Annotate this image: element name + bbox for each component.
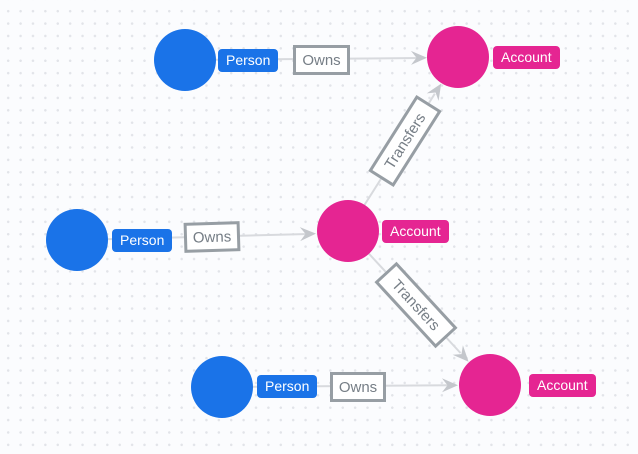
arrowhead-icon: [452, 345, 469, 362]
edge-label-owns-middle[interactable]: Owns: [183, 221, 241, 253]
arrowhead-icon: [426, 83, 442, 101]
arrowhead-icon: [410, 50, 427, 65]
node-label-account-top[interactable]: Account: [493, 46, 560, 69]
node-label-person-top[interactable]: Person: [218, 49, 279, 72]
node-label-account-bottom[interactable]: Account: [529, 374, 596, 397]
node-label-person-bottom[interactable]: Person: [257, 375, 318, 398]
node-label-account-center[interactable]: Account: [382, 220, 449, 243]
node-person-top[interactable]: [154, 29, 216, 91]
node-account-bottom[interactable]: [459, 354, 521, 416]
node-person-middle[interactable]: [46, 209, 108, 271]
node-person-bottom[interactable]: [191, 356, 253, 418]
edge-label-owns-top[interactable]: Owns: [293, 45, 350, 75]
node-account-top[interactable]: [427, 26, 489, 88]
node-label-person-middle[interactable]: Person: [112, 229, 173, 252]
node-account-center[interactable]: [317, 200, 379, 262]
arrowhead-icon: [441, 378, 458, 393]
arrowhead-icon: [299, 227, 316, 242]
edge-label-owns-bottom[interactable]: Owns: [330, 372, 386, 402]
